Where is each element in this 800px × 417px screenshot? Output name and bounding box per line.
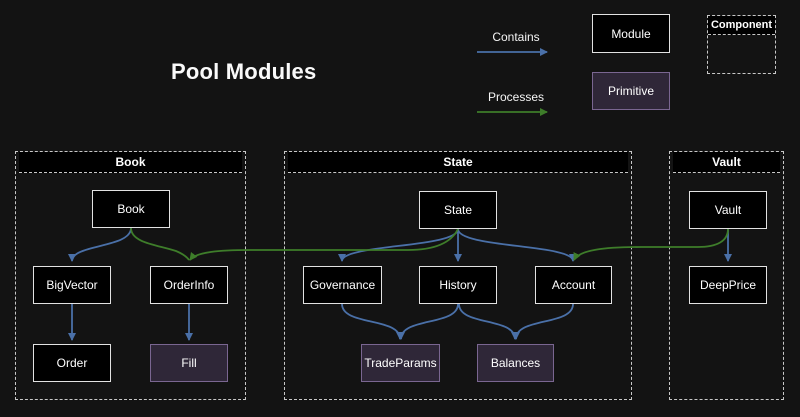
container-state: State bbox=[284, 151, 632, 400]
legend-module-box: Module bbox=[592, 14, 670, 53]
node-governance: Governance bbox=[303, 266, 382, 304]
legend-processes-label: Processes bbox=[487, 90, 545, 104]
legend-primitive-box: Primitive bbox=[592, 72, 670, 110]
legend-contains-label: Contains bbox=[492, 30, 540, 44]
container-vault: Vault bbox=[669, 151, 784, 400]
node-deepprice: DeepPrice bbox=[689, 266, 767, 304]
container-state-title: State bbox=[288, 152, 628, 173]
diagram-title: Pool Modules bbox=[171, 59, 317, 84]
node-history: History bbox=[419, 266, 497, 304]
container-book: Book bbox=[15, 151, 246, 400]
node-fill: Fill bbox=[150, 344, 228, 382]
node-bigvector: BigVector bbox=[33, 266, 111, 304]
legend-component-box: Component bbox=[707, 15, 776, 74]
legend-primitive-label: Primitive bbox=[607, 84, 654, 98]
container-book-title: Book bbox=[19, 152, 242, 173]
node-vault-node: Vault bbox=[689, 191, 767, 229]
container-vault-title: Vault bbox=[673, 152, 780, 173]
legend-module-label: Module bbox=[611, 26, 651, 41]
node-order: Order bbox=[33, 344, 111, 382]
node-account: Account bbox=[535, 266, 612, 304]
node-balances: Balances bbox=[477, 344, 554, 382]
node-orderinfo: OrderInfo bbox=[150, 266, 228, 304]
node-state-node: State bbox=[419, 191, 497, 229]
node-book-node: Book bbox=[92, 190, 170, 228]
legend-component-label: Component bbox=[708, 16, 775, 35]
node-tradeparams: TradeParams bbox=[361, 344, 440, 382]
